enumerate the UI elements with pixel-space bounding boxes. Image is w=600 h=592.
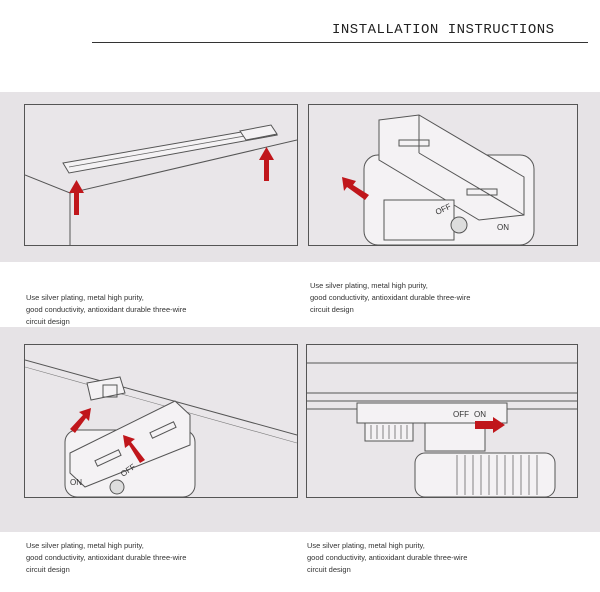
caption-right-bottom: Use silver plating, metal high purity, g… <box>307 541 468 574</box>
red-arrow <box>123 435 145 463</box>
caption-left-top: Use silver plating, metal high purity, g… <box>26 293 187 326</box>
red-arrow <box>69 180 84 215</box>
switch-on-illustration: OFF ON <box>307 362 577 497</box>
switch-on-label: ON <box>497 223 509 232</box>
caption-right-top: Use silver plating, metal high purity, g… <box>310 281 471 314</box>
connector-illustration: OFF ON <box>342 114 535 245</box>
red-arrow <box>475 417 505 433</box>
step-panel-switch-on: OFF ON <box>306 344 578 498</box>
red-arrow <box>70 408 91 433</box>
red-arrow <box>259 147 274 181</box>
red-arrow <box>342 177 369 200</box>
svg-text:OFF: OFF <box>453 410 469 419</box>
svg-text:ON: ON <box>70 478 82 487</box>
title-underline <box>92 42 588 43</box>
step-panel-connector-into-track: ON OFF <box>24 344 298 498</box>
step-panel-track-mounting <box>24 104 298 246</box>
page-title: INSTALLATION INSTRUCTIONS <box>332 22 555 38</box>
track-mounting-illustration <box>25 124 297 245</box>
step-panel-connector-insert: OFF ON <box>308 104 578 246</box>
connector-into-track-illustration: ON OFF <box>25 359 297 497</box>
caption-left-bottom: Use silver plating, metal high purity, g… <box>26 541 187 574</box>
svg-text:ON: ON <box>474 410 486 419</box>
